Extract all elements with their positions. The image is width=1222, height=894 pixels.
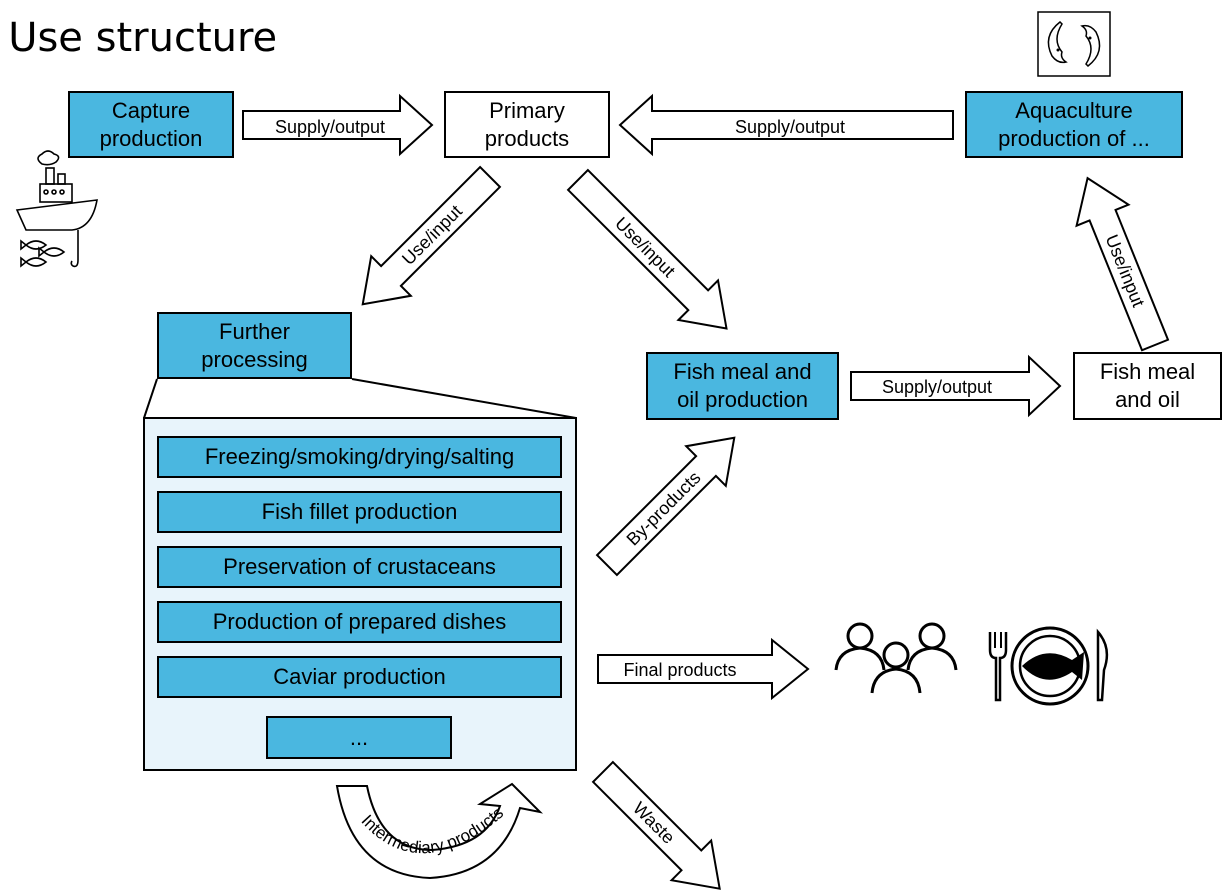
label-supply-3: Supply/output (882, 377, 992, 397)
arrow-intermediary: Intermediary products (335, 782, 544, 880)
arrow-use-aquaculture: Use/input (1075, 176, 1170, 352)
people-icon (834, 622, 958, 694)
label-final-products: Final products (623, 660, 736, 680)
arrow-supply-fishmeal: Supply/output (850, 354, 1062, 418)
page-title: / Use structure (0, 15, 278, 61)
zoom-line-right (351, 378, 577, 419)
fish-pair-icon (1037, 11, 1111, 77)
primary-products-node: Primary products (444, 91, 610, 158)
fish-plate-icon (988, 626, 1109, 706)
arrow-waste: Waste (591, 760, 721, 890)
process-fillet: Fish fillet production (157, 491, 562, 533)
label-use-1: Use/input (398, 201, 466, 269)
arrow-use-further: Use/input (361, 165, 502, 306)
process-more: ... (266, 716, 452, 759)
further-processing-node: Further processing (157, 312, 352, 379)
process-freezing: Freezing/smoking/drying/salting (157, 436, 562, 478)
arrow-final-products: Final products (597, 637, 810, 701)
aquaculture-production-node: Aquaculture production of ... (965, 91, 1183, 158)
process-prepared-dishes: Production of prepared dishes (157, 601, 562, 643)
fish-meal-and-oil-node: Fish meal and oil (1073, 352, 1222, 420)
arrow-byproducts: By-products (595, 436, 736, 577)
fishing-boat-icon (15, 150, 98, 268)
fish-meal-oil-production-node: Fish meal and oil production (646, 352, 839, 420)
process-crustaceans: Preservation of crustaceans (157, 546, 562, 588)
label-supply-2: Supply/output (735, 117, 845, 137)
label-byproducts: By-products (623, 467, 705, 549)
arrow-use-fishmeal: Use/input (566, 168, 728, 330)
arrow-supply-capture: Supply/output (242, 93, 434, 157)
label-use-2: Use/input (611, 213, 679, 281)
arrow-supply-aquaculture: Supply/output (618, 93, 954, 157)
process-caviar: Caviar production (157, 656, 562, 698)
capture-production-node: Capture production (68, 91, 234, 158)
label-supply-1: Supply/output (275, 117, 385, 137)
zoom-line-left (143, 378, 158, 419)
